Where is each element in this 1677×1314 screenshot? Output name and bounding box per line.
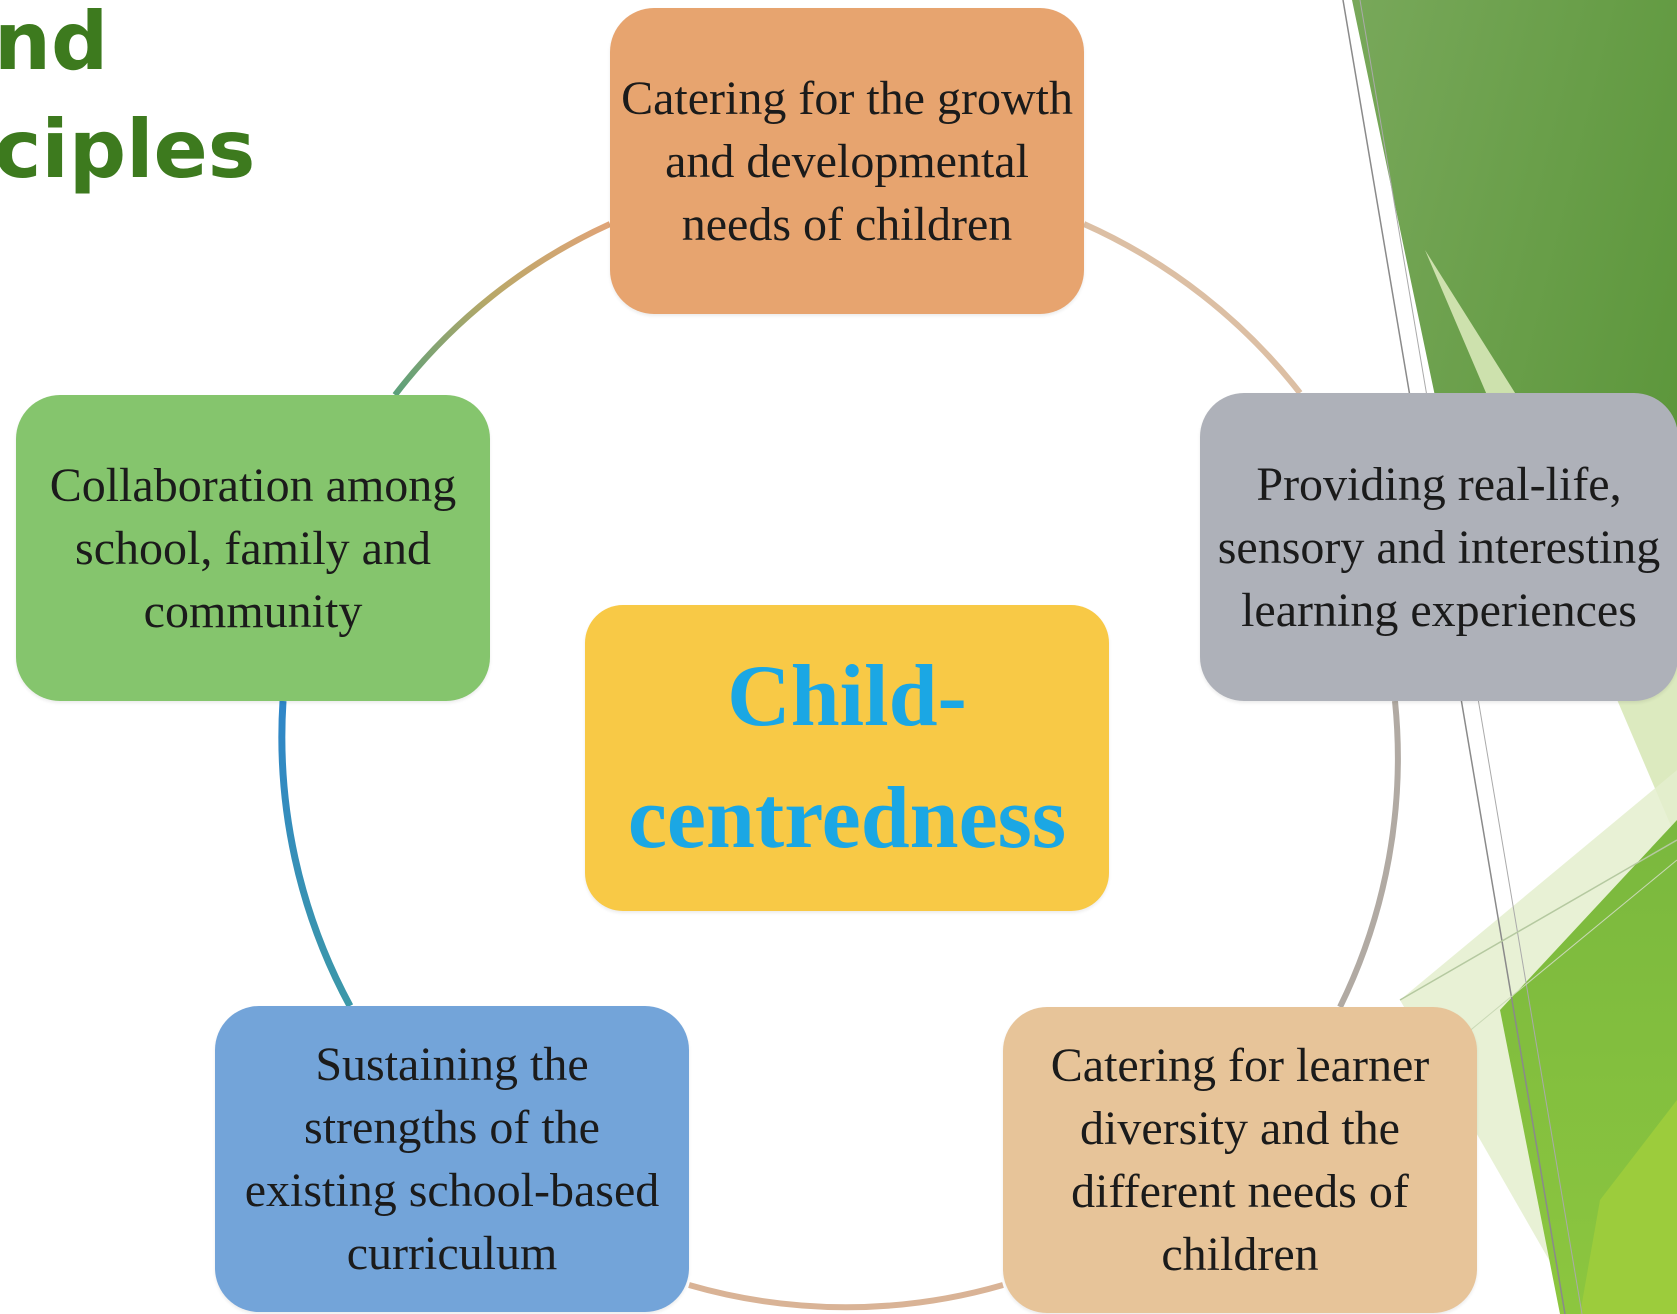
node-learner-diversity-label: Catering for learner diversity and the d…: [1050, 1039, 1430, 1281]
node-school-curriculum-label: Sustaining the strengths of the existing…: [244, 1038, 660, 1280]
center-node-child-centredness: Child- centredness: [585, 605, 1109, 911]
ring-arc-top-right: [1082, 221, 1303, 395]
node-learning-experiences: Providing real-life, sensory and interes…: [1200, 393, 1677, 701]
node-school-curriculum: Sustaining the strengths of the existing…: [215, 1006, 689, 1312]
ring-arc-right: [1337, 700, 1401, 1009]
node-growth-needs-label: Catering for the growth and developmenta…: [621, 71, 1073, 251]
center-label-line-1: Child-: [727, 648, 967, 745]
ring-arc-left: [278, 700, 354, 1008]
node-learner-diversity: Catering for learner diversity and the d…: [1003, 1007, 1477, 1313]
ring-arc-bottom: [688, 1282, 1004, 1311]
slide-title-line-1: nd: [0, 0, 109, 88]
node-growth-needs: Catering for the growth and developmenta…: [610, 8, 1084, 314]
slide-title-line-2: ciples: [0, 103, 256, 196]
center-label-line-2: centredness: [627, 770, 1067, 867]
node-collaboration-label: Collaboration among school, family and c…: [49, 458, 457, 638]
ring-arc-top-left: [392, 221, 612, 397]
node-collaboration: Collaboration among school, family and c…: [16, 395, 490, 701]
node-learning-experiences-label: Providing real-life, sensory and interes…: [1217, 457, 1661, 637]
